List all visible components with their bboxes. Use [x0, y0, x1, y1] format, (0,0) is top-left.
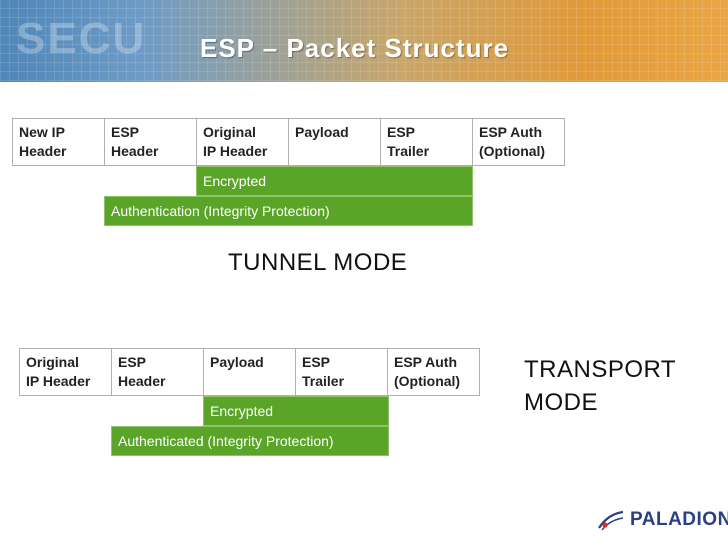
- field-line: Header: [19, 143, 67, 159]
- page-title: ESP – Packet Structure: [200, 33, 510, 63]
- field-line: Original: [26, 354, 79, 370]
- field-line: Header: [111, 143, 159, 159]
- tunnel-field-esp-auth: ESP Auth (Optional): [472, 118, 565, 166]
- field-line: ESP: [111, 124, 140, 140]
- transport-field-esp-header: ESP Header: [111, 348, 204, 396]
- banner-pattern: [0, 0, 728, 82]
- paladion-mark-icon: [598, 510, 624, 531]
- field-line: ESP: [302, 354, 331, 370]
- transport-mode-label: TRANSPORT MODE: [524, 353, 676, 419]
- banner-watermark: SECU: [16, 14, 147, 63]
- company-logo: PALADION: [596, 508, 728, 532]
- tunnel-field-original-ip-header: Original IP Header: [196, 118, 289, 166]
- mode-label-text: TUNNEL MODE: [228, 249, 408, 276]
- field-line: IP Header: [26, 373, 91, 389]
- field-line: Trailer: [302, 373, 345, 389]
- tunnel-encrypted-bar: Encrypted: [196, 166, 473, 196]
- logo-text: PALADION: [630, 509, 728, 530]
- transport-authentication-bar: Authenticated (Integrity Protection): [111, 426, 389, 456]
- field-line: IP Header: [203, 143, 268, 159]
- field-line: Payload: [210, 354, 264, 370]
- tunnel-field-new-ip-header: New IP Header: [12, 118, 105, 166]
- field-line: Original: [203, 124, 256, 140]
- transport-field-original-ip-header: Original IP Header: [19, 348, 112, 396]
- tunnel-authentication-bar: Authentication (Integrity Protection): [104, 196, 473, 226]
- field-line: Trailer: [387, 143, 430, 159]
- title-banner: SECU ESP – Packet Structure: [0, 0, 728, 82]
- field-line: Payload: [295, 124, 349, 140]
- field-line: (Optional): [394, 373, 461, 389]
- field-line: ESP: [118, 354, 147, 370]
- transport-field-esp-trailer: ESP Trailer: [295, 348, 388, 396]
- field-line: ESP: [387, 124, 416, 140]
- transport-field-payload: Payload: [203, 348, 296, 396]
- transport-field-esp-auth: ESP Auth (Optional): [387, 348, 480, 396]
- field-line: (Optional): [479, 143, 546, 159]
- tunnel-mode-label: TUNNEL MODE: [228, 246, 407, 279]
- field-line: ESP Auth: [479, 124, 543, 140]
- tunnel-field-payload: Payload: [288, 118, 381, 166]
- field-line: Header: [118, 373, 166, 389]
- field-line: ESP Auth: [394, 354, 458, 370]
- tunnel-field-esp-trailer: ESP Trailer: [380, 118, 473, 166]
- field-line: New IP: [19, 124, 65, 140]
- mode-label-line: MODE: [524, 389, 598, 416]
- mode-label-line: TRANSPORT: [524, 356, 677, 383]
- transport-encrypted-bar: Encrypted: [203, 396, 389, 426]
- tunnel-field-esp-header: ESP Header: [104, 118, 197, 166]
